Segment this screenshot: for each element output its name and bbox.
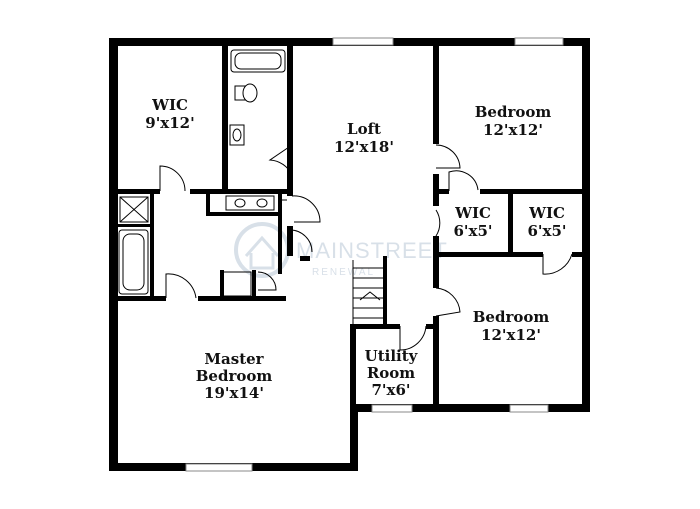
fixtures bbox=[118, 49, 287, 297]
room-name-master-2: Bedroom bbox=[196, 367, 273, 385]
stairs bbox=[352, 260, 383, 324]
room-labels: WIC 9'x12' Loft 12'x18' Bedroom 12'x12' … bbox=[145, 96, 566, 402]
watermark: MAINSTREET RENEWAL bbox=[234, 222, 448, 278]
door-swing bbox=[291, 195, 321, 223]
room-size-bedroom-bottom: 12'x12' bbox=[481, 326, 541, 344]
door-swing bbox=[435, 287, 461, 317]
room-name-wic-master: WIC bbox=[151, 96, 188, 114]
door-swing bbox=[159, 165, 186, 192]
room-size-wic-small-2: 6'x5' bbox=[527, 222, 566, 240]
room-size-utility: 7'x6' bbox=[371, 381, 410, 399]
interior-walls bbox=[118, 46, 582, 410]
room-size-master: 19'x14' bbox=[204, 384, 264, 402]
room-size-bedroom-top: 12'x12' bbox=[483, 121, 543, 139]
door-swing bbox=[435, 209, 441, 237]
room-name-bedroom-bottom: Bedroom bbox=[473, 308, 550, 326]
room-name-wic-small-1: WIC bbox=[454, 204, 491, 222]
stair-arrow-icon bbox=[359, 291, 381, 301]
door-swing bbox=[542, 253, 573, 275]
watermark-house-icon bbox=[244, 235, 280, 270]
room-name-master-1: Master bbox=[204, 350, 264, 368]
room-size-wic-small-1: 6'x5' bbox=[453, 222, 492, 240]
window bbox=[371, 404, 413, 413]
room-name-utility-2: Room bbox=[367, 364, 415, 382]
room-name-loft: Loft bbox=[347, 120, 381, 138]
door-swing bbox=[448, 170, 479, 191]
room-name-wic-small-2: WIC bbox=[528, 204, 565, 222]
door-swing bbox=[435, 144, 461, 169]
watermark-title: MAINSTREET bbox=[296, 238, 448, 263]
window bbox=[185, 463, 253, 472]
door-swing bbox=[165, 273, 197, 299]
window bbox=[509, 404, 549, 413]
room-name-bedroom-top: Bedroom bbox=[475, 103, 552, 121]
door-swing bbox=[289, 229, 313, 253]
door-swing bbox=[257, 271, 277, 291]
doors bbox=[159, 144, 573, 351]
door-swing bbox=[399, 325, 427, 351]
room-size-loft: 12'x18' bbox=[334, 138, 394, 156]
windows bbox=[185, 37, 564, 472]
room-size-wic-master: 9'x12' bbox=[145, 114, 194, 132]
room-name-utility-1: Utility bbox=[365, 347, 419, 365]
window bbox=[514, 37, 564, 46]
door-swing bbox=[268, 144, 293, 176]
watermark-subtitle: RENEWAL bbox=[312, 267, 375, 278]
window bbox=[332, 37, 394, 46]
